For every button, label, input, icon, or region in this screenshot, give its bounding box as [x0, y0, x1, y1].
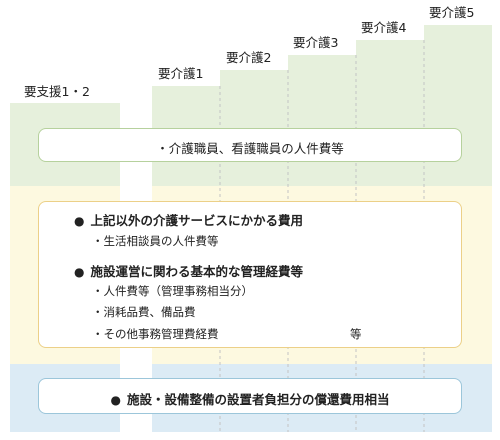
service-cost-heading: ●上記以外の介護サービスにかかる費用 [74, 213, 303, 228]
level-label-support: 要支援1・2 [24, 84, 90, 99]
black-circle-icon: ● [110, 393, 121, 407]
personnel-cost-box: ・介護職員、看護職員の人件費等 [38, 128, 462, 162]
service-cost-item: ・生活相談員の人件費等 [92, 234, 219, 248]
level-label-care3: 要介護3 [293, 35, 339, 50]
black-circle-icon: ● [74, 265, 85, 279]
personnel-cost-text: ・介護職員、看護職員の人件費等 [156, 141, 344, 156]
management-cost-item-1: ・人件費等（管理事務相当分） [92, 284, 253, 298]
facility-cost-box: ●施設・設備整備の設置者負担分の償還費用相当 [38, 378, 462, 414]
management-cost-item-3: ・その他事務管理費経費 [92, 327, 219, 341]
management-cost-item-2: ・消耗品費、備品費 [92, 305, 196, 319]
service-cost-box [38, 201, 462, 348]
level-label-care1: 要介護1 [158, 66, 204, 81]
management-cost-suffix: 等 [350, 327, 362, 341]
management-cost-heading: ●施設運営に関わる基本的な管理経費等 [74, 264, 303, 279]
level-label-care2: 要介護2 [226, 50, 272, 65]
black-circle-icon: ● [74, 214, 85, 228]
level-label-care5: 要介護5 [429, 5, 475, 20]
level-label-care4: 要介護4 [361, 20, 407, 35]
facility-cost-text: ●施設・設備整備の設置者負担分の償還費用相当 [110, 392, 390, 407]
